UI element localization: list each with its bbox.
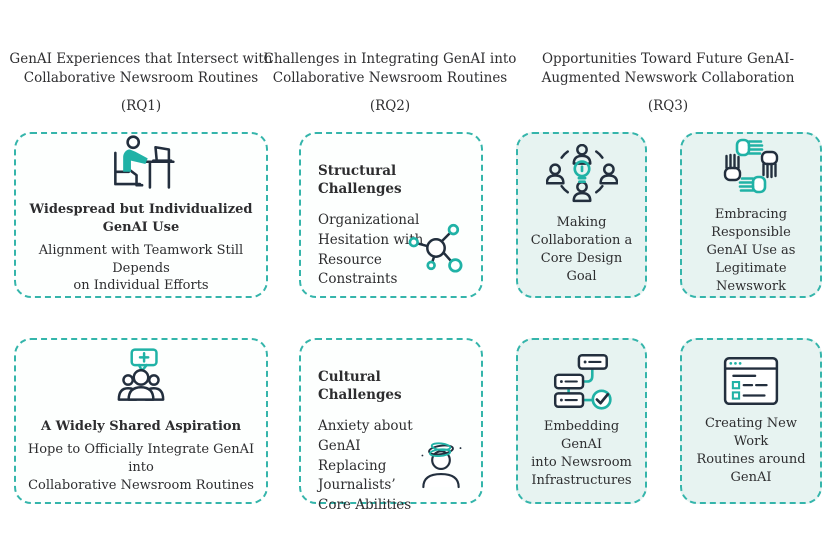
person-at-desk-icon [104,135,178,193]
card-new-routines: Creating New Work Routines around GenAI [680,338,822,504]
group-chat-plus-icon [108,348,174,410]
card-body: Organizational Hesitation with Resource … [318,212,424,288]
column-title: Opportunities Toward Future GenAI- Augme… [541,51,795,86]
card-title: Widespread but Individualized GenAI Use [29,202,253,235]
card-embedding-genai: Embedding GenAI into Newsroom Infrastruc… [516,338,647,504]
card-structural-challenges: Structural Challenges Organizational Hes… [299,132,483,298]
card-label: Embedding GenAI into Newsroom Infrastruc… [531,418,632,489]
column-title: GenAI Experiences that Intersect with Co… [9,51,273,86]
card-title: A Widely Shared Aspiration [40,418,242,434]
network-nodes-icon [407,222,465,274]
dizzy-person-icon [415,434,467,490]
column-header-rq2: Challenges in Integrating GenAI into Col… [249,50,531,116]
column-header-rq3: Opportunities Toward Future GenAI- Augme… [522,50,814,116]
card-label: Embracing Responsible GenAI Use as Legit… [706,206,796,295]
card-subtitle: Hope to Officially Integrate GenAI into … [27,442,255,493]
rq-label: (RQ1) [120,97,162,114]
card-collaboration-goal: Making Collaboration a Core Design Goal [516,132,647,298]
browser-list-icon [722,355,780,407]
rq-label: (RQ3) [647,97,689,114]
card-shared-aspiration: A Widely Shared Aspiration Hope to Offic… [14,338,268,504]
hands-together-icon [719,134,783,198]
card-label: Creating New Work Routines around GenAI [696,415,806,486]
column-header-rq1: GenAI Experiences that Intersect with Co… [0,50,282,116]
card-widespread-use: Widespread but Individualized GenAI Use … [14,132,268,298]
people-lightbulb-icon [545,143,618,206]
flowchart-check-icon [548,352,616,410]
card-title: Cultural Challenges [318,369,402,404]
rq-label: (RQ2) [369,97,411,114]
card-cultural-challenges: Cultural Challenges Anxiety about GenAI … [299,338,483,513]
card-title: Structural Challenges [318,163,402,198]
card-subtitle: Alignment with Teamwork Still Depends on… [38,243,244,294]
column-title: Challenges in Integrating GenAI into Col… [263,51,517,86]
card-body: Anxiety about GenAI Replacing Journalist… [318,418,413,513]
card-label: Making Collaboration a Core Design Goal [530,214,633,285]
card-responsible-use: Embracing Responsible GenAI Use as Legit… [680,132,822,298]
